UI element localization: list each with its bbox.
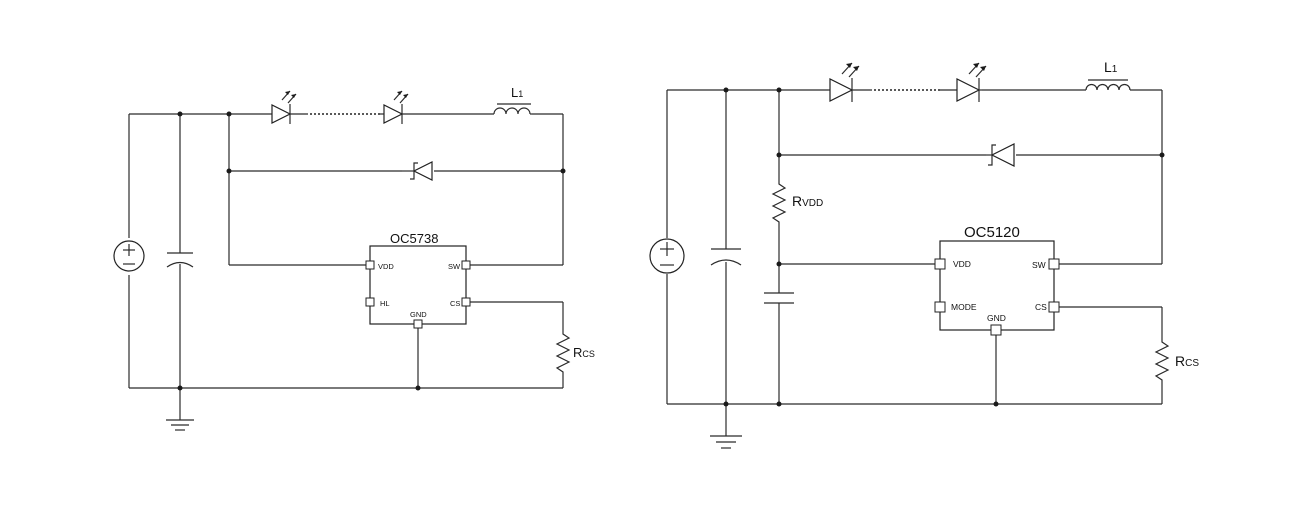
right-pin-mode-label: MODE <box>951 302 977 312</box>
right-inductor-icon <box>1085 79 1131 91</box>
right-led-2-icon <box>940 62 987 102</box>
right-chip-name: OC5120 <box>964 224 1020 241</box>
left-inductor-label: L1 <box>511 85 523 100</box>
left-schottky-diode-icon <box>402 161 433 181</box>
right-resistor-cs-label: RCS <box>1175 353 1199 369</box>
left-led-2-icon <box>380 90 420 124</box>
right-pin-sw-label: SW <box>1032 260 1046 270</box>
right-voltage-source <box>649 238 685 274</box>
left-pin-gnd <box>413 319 423 329</box>
right-chip-body <box>939 240 1055 331</box>
right-ground-icon <box>710 435 742 449</box>
right-wires <box>666 89 1163 436</box>
left-chip-name: OC5738 <box>390 231 438 246</box>
right-resistor-cs-icon <box>1154 338 1170 386</box>
right-led-1-icon <box>828 62 872 102</box>
left-pin-vdd-label: VDD <box>378 262 394 271</box>
right-pin-gnd-label: GND <box>987 313 1006 323</box>
left-pin-sw <box>461 260 471 270</box>
left-ground-icon <box>166 419 194 431</box>
left-capacitor <box>166 252 194 268</box>
left-pin-vdd <box>365 260 375 270</box>
right-resistor-vdd-icon <box>771 180 787 226</box>
right-pin-vdd-label: VDD <box>953 259 971 269</box>
left-wires <box>128 113 564 420</box>
right-pin-mode <box>934 301 946 313</box>
left-junctions <box>177 111 566 391</box>
left-circuit: L1 OC5738 VDD HL SW CS GND RCS <box>113 85 595 431</box>
right-vdd-capacitor <box>764 292 794 304</box>
left-chip-body <box>369 245 467 325</box>
right-capacitor <box>710 248 742 266</box>
right-junctions <box>723 87 1165 407</box>
left-inductor-icon <box>493 103 532 115</box>
right-pin-sw <box>1048 258 1060 270</box>
left-resistor-cs-icon <box>555 330 571 378</box>
right-pin-cs <box>1048 301 1060 313</box>
left-resistor-cs-label: RCS <box>573 345 595 360</box>
right-pin-vdd <box>934 258 946 270</box>
left-pin-sw-label: SW <box>448 262 461 271</box>
left-voltage-source <box>113 240 145 272</box>
right-pin-cs-label: CS <box>1035 302 1047 312</box>
left-pin-cs-label: CS <box>450 299 460 308</box>
left-pin-hl-label: HL <box>380 299 390 308</box>
right-schottky-diode-icon <box>986 143 1015 167</box>
right-resistor-vdd-label: RVDD <box>792 193 823 209</box>
left-pin-cs <box>461 297 471 307</box>
left-pin-hl <box>365 297 375 307</box>
right-circuit: L1 RVDD OC5120 VDD MODE SW CS GND RCS <box>649 59 1199 449</box>
left-led-1-icon <box>270 90 308 124</box>
right-inductor-label: L1 <box>1104 59 1118 75</box>
right-pin-gnd <box>990 324 1002 336</box>
left-pin-gnd-label: GND <box>410 310 427 319</box>
